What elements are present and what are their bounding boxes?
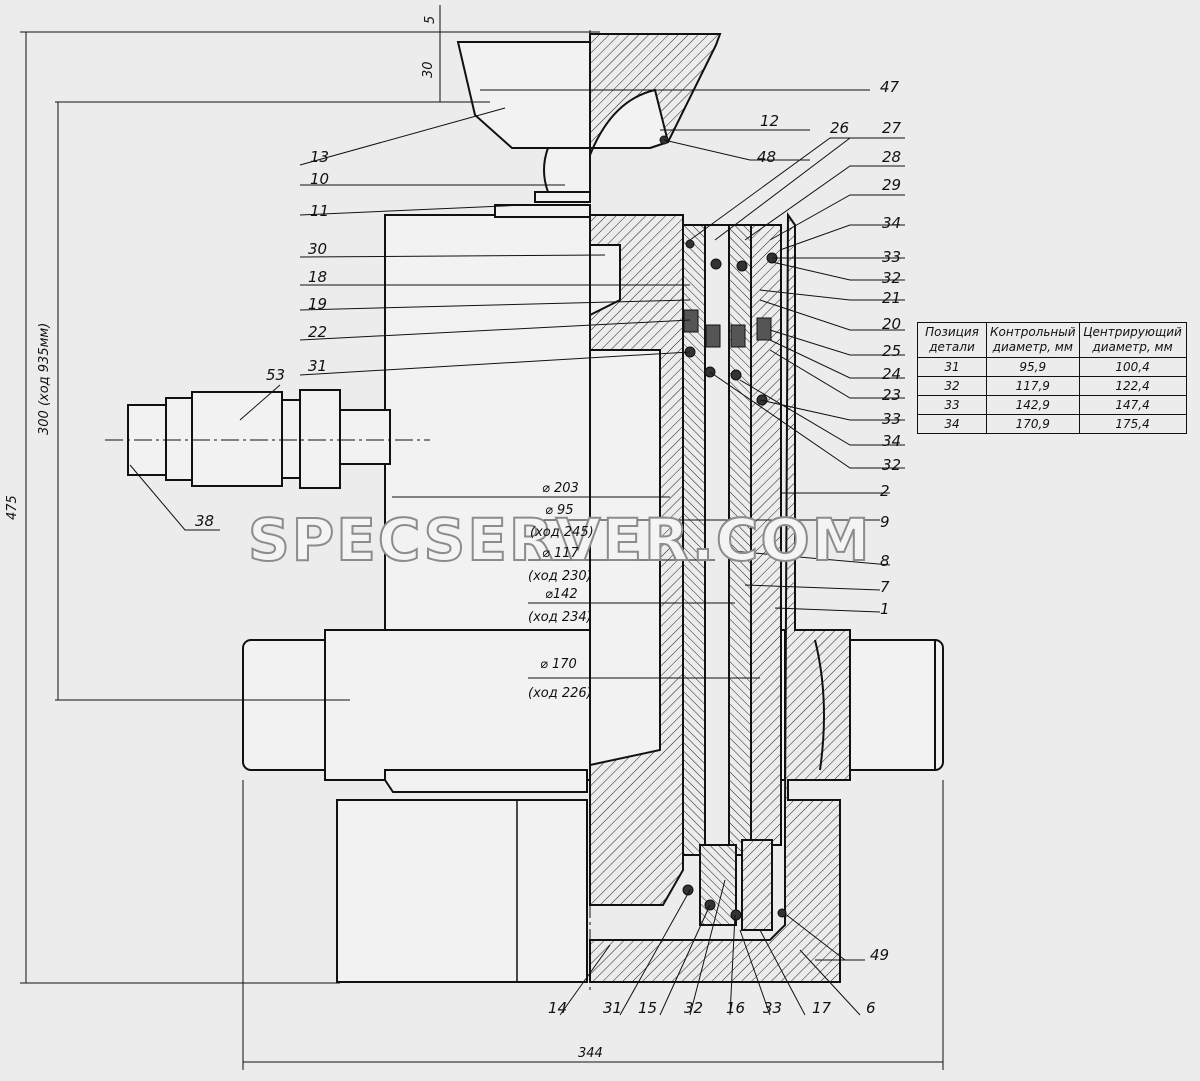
callout-18: 18 [308, 268, 327, 286]
callout-32a: 32 [882, 269, 901, 287]
callout-31b: 31 [603, 999, 622, 1017]
dim-top-height: 30 [421, 61, 436, 78]
callout-19: 19 [308, 295, 327, 313]
dim-stroke: 300 (ход 935мм) [37, 323, 52, 435]
dia-95: ⌀ 95 [545, 503, 574, 518]
table-header: Позиция детали [917, 322, 987, 358]
callout-32b: 32 [882, 456, 901, 474]
callout-23: 23 [882, 386, 901, 404]
callout-10: 10 [310, 170, 329, 188]
table-row: 34 170,9 175,4 [917, 414, 1187, 434]
table-cell: 122,4 [1078, 376, 1187, 396]
callout-21: 21 [882, 289, 901, 307]
stroke-117: (ход 230) [528, 569, 592, 584]
table-header: Центрирующий диаметр, мм [1078, 322, 1187, 358]
dia-142: ⌀142 [545, 587, 578, 602]
callout-16: 16 [726, 999, 745, 1017]
callout-20: 20 [882, 315, 901, 333]
stroke-95: (ход 245) [530, 525, 594, 540]
table-cell: 142,9 [986, 395, 1080, 415]
table-cell: 100,4 [1078, 357, 1187, 377]
callout-30: 30 [308, 240, 327, 258]
dia-170: ⌀ 170 [540, 657, 577, 672]
side-valve [127, 389, 391, 489]
table-cell: 32 [917, 376, 987, 396]
callout-34b: 34 [882, 432, 901, 450]
diameter-table: Позиция детали Контрольный диаметр, мм Ц… [917, 322, 1187, 434]
table-row: 32 117,9 122,4 [917, 376, 1187, 396]
callout-11: 11 [310, 202, 329, 220]
callout-47: 47 [880, 78, 900, 96]
callout-33c: 33 [763, 999, 782, 1017]
callout-13: 13 [310, 148, 329, 166]
table-cell: 117,9 [986, 376, 1080, 396]
table-cell: 170,9 [986, 414, 1080, 434]
callout-33a: 33 [882, 248, 901, 266]
callout-26: 26 [830, 119, 849, 137]
table-cell: 175,4 [1078, 414, 1187, 434]
callout-34a: 34 [882, 214, 901, 232]
callout-28: 28 [882, 148, 901, 166]
table-cell: 31 [917, 357, 987, 377]
dim-total-height: 475 [5, 495, 20, 520]
top-cap [456, 41, 591, 149]
dim-top-gap: 5 [423, 16, 438, 24]
callout-24: 24 [882, 365, 901, 383]
callout-48: 48 [757, 148, 776, 166]
callout-38: 38 [195, 512, 214, 530]
callout-29: 29 [882, 176, 901, 194]
callout-6: 6 [866, 999, 876, 1017]
table-cell: 34 [917, 414, 987, 434]
callout-25: 25 [882, 342, 901, 360]
watermark: SPECSERVER.COM [248, 506, 871, 574]
callout-2: 2 [880, 482, 890, 500]
callout-1: 1 [880, 600, 890, 618]
callout-53: 53 [266, 366, 285, 384]
stroke-142: (ход 234) [528, 610, 592, 625]
callout-8: 8 [880, 552, 890, 570]
stroke-170: (ход 226) [528, 686, 592, 701]
callout-49: 49 [870, 946, 889, 964]
dim-total-width: 344 [578, 1046, 603, 1061]
table-row: 33 142,9 147,4 [917, 395, 1187, 415]
dia-203: ⌀ 203 [542, 481, 579, 496]
dia-117: ⌀ 117 [542, 546, 580, 561]
callout-9: 9 [880, 513, 890, 531]
callout-31: 31 [308, 357, 327, 375]
callout-33b: 33 [882, 410, 901, 428]
table-cell: 147,4 [1078, 395, 1187, 415]
callout-32c: 32 [684, 999, 703, 1017]
table-header-row: Позиция детали Контрольный диаметр, мм Ц… [917, 322, 1187, 358]
cylinder-body [384, 214, 591, 631]
callout-14: 14 [548, 999, 567, 1017]
callout-15: 15 [638, 999, 657, 1017]
callout-17: 17 [812, 999, 832, 1017]
callout-7: 7 [880, 578, 890, 596]
table-cell: 95,9 [986, 357, 1080, 377]
callout-22: 22 [308, 323, 327, 341]
table-cell: 33 [917, 395, 987, 415]
base-block [336, 799, 588, 983]
table-header: Контрольный диаметр, мм [986, 322, 1080, 358]
table-row: 31 95,9 100,4 [917, 357, 1187, 377]
callout-12: 12 [760, 112, 779, 130]
callout-27: 27 [882, 119, 902, 137]
